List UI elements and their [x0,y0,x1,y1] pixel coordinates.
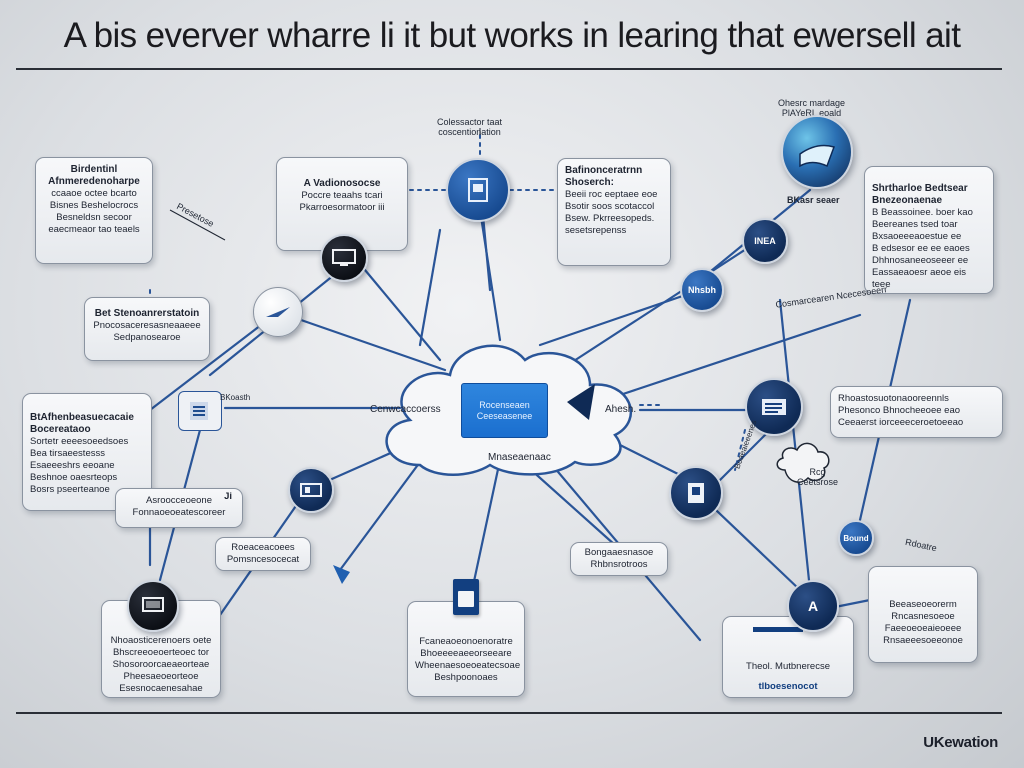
globe-label: BKasr seaer [787,195,840,205]
info-card-12[interactable]: Fcaneaoeonoenoratre Bhoeeeeaeeorseeare W… [407,601,525,697]
device-node[interactable] [288,467,334,513]
clipboard-icon [453,579,479,615]
link-line [276,310,447,372]
user-icon: A [807,598,819,614]
link-line [718,428,772,482]
link-line [778,298,812,592]
document-icon [468,178,488,202]
top-divider [16,68,1002,70]
info-card-13[interactable]: Beeaseoeorerm Rncasnesoeoe Faeeoeoeaieoe… [868,566,978,663]
info-card-1[interactable]: Birdentinl Afnmeredenoharpe ccaaoe octee… [35,157,153,264]
tag-5: BKoasth [220,393,251,402]
users-node[interactable]: Nhsbh [680,268,724,312]
monitor-node[interactable] [320,234,368,282]
link-line [478,208,502,342]
link-line [353,256,442,362]
arrow-icon [333,565,350,584]
info-card-5[interactable]: Bet Stenoanrerstatoin Pnocosaceresasneaa… [84,297,210,361]
info-card-11[interactable]: Nhoaosticerenoers oete Bhscreeoeoerteoec… [101,600,221,698]
monitor-icon [142,597,164,612]
users-node-label: Nhsbh [688,285,716,295]
computer-node[interactable] [127,580,179,632]
info-card-7[interactable]: Asroocceoeone Fonnaoeoeatescoreer Ji [115,488,243,528]
link-line [418,228,442,347]
bound-node[interactable]: Bound [838,520,874,556]
info-card-8[interactable]: Roeaceacoees Pomsncesocecat [215,537,311,571]
small-cloud-icon [776,442,830,483]
info-card-4[interactable]: Shrtharloe Bedtsear Bnezeonaenae B Beass… [864,166,994,294]
globe-icon [781,115,853,189]
edit-icon [266,307,290,317]
tag-pointer [169,209,226,241]
server-icon [300,483,322,497]
chart-node-label: INEA [754,236,776,246]
folder-node[interactable] [446,158,510,222]
bottom-divider [16,712,1002,714]
monitor-icon [332,249,356,266]
dashed-link [734,429,746,471]
link-line [618,313,862,397]
top-right-tag: Ohesrc mardage PlAYeRL eoald [778,98,846,118]
cloud-left-text: Cenwcaccoerss [370,404,441,415]
central-hub-box[interactable]: Rocenseaen Ceeseasenee [461,383,548,438]
pen-node[interactable] [253,287,303,337]
info-card-14[interactable]: Theol. Mutbnerecse tlboesenocot [722,616,854,698]
top-tag: Colessactor taat coscentionation [437,117,503,137]
link-line [148,310,280,412]
link-line [538,288,702,347]
cloud-bottom-text: Mnaseaenaac [488,452,551,463]
info-card-9[interactable]: Rhoastosuotonaooreennls Phesonco Bhnoche… [830,386,1003,438]
brand-logo-text: UKewation [923,734,998,751]
cloud-right-text: Ahesh. [605,404,637,415]
chart-icon [762,399,786,415]
bar-accent [753,627,803,632]
page-title: A bis everver wharre li it but works in … [63,16,961,55]
small-cloud-label: Rcg Ceetsrose [797,467,839,487]
link-line [468,458,502,602]
list-icon [190,402,208,420]
list-node[interactable] [178,391,222,431]
info-card-3[interactable]: Bafinonceratrnn Shoserch: Beeii roc eept… [557,158,671,266]
bound-node-label: Bound [843,533,869,543]
books-node[interactable] [745,378,803,436]
folder-icon [688,483,704,503]
bookmark-icon [567,384,595,420]
book-icon [799,144,835,168]
user-node[interactable]: A [787,580,839,632]
info-card-10[interactable]: Bongaaesnasoe Rhbnsrotroos [570,542,668,576]
file-node[interactable] [669,466,723,520]
link-line [558,238,762,372]
chart-node[interactable]: INEA [742,218,788,264]
